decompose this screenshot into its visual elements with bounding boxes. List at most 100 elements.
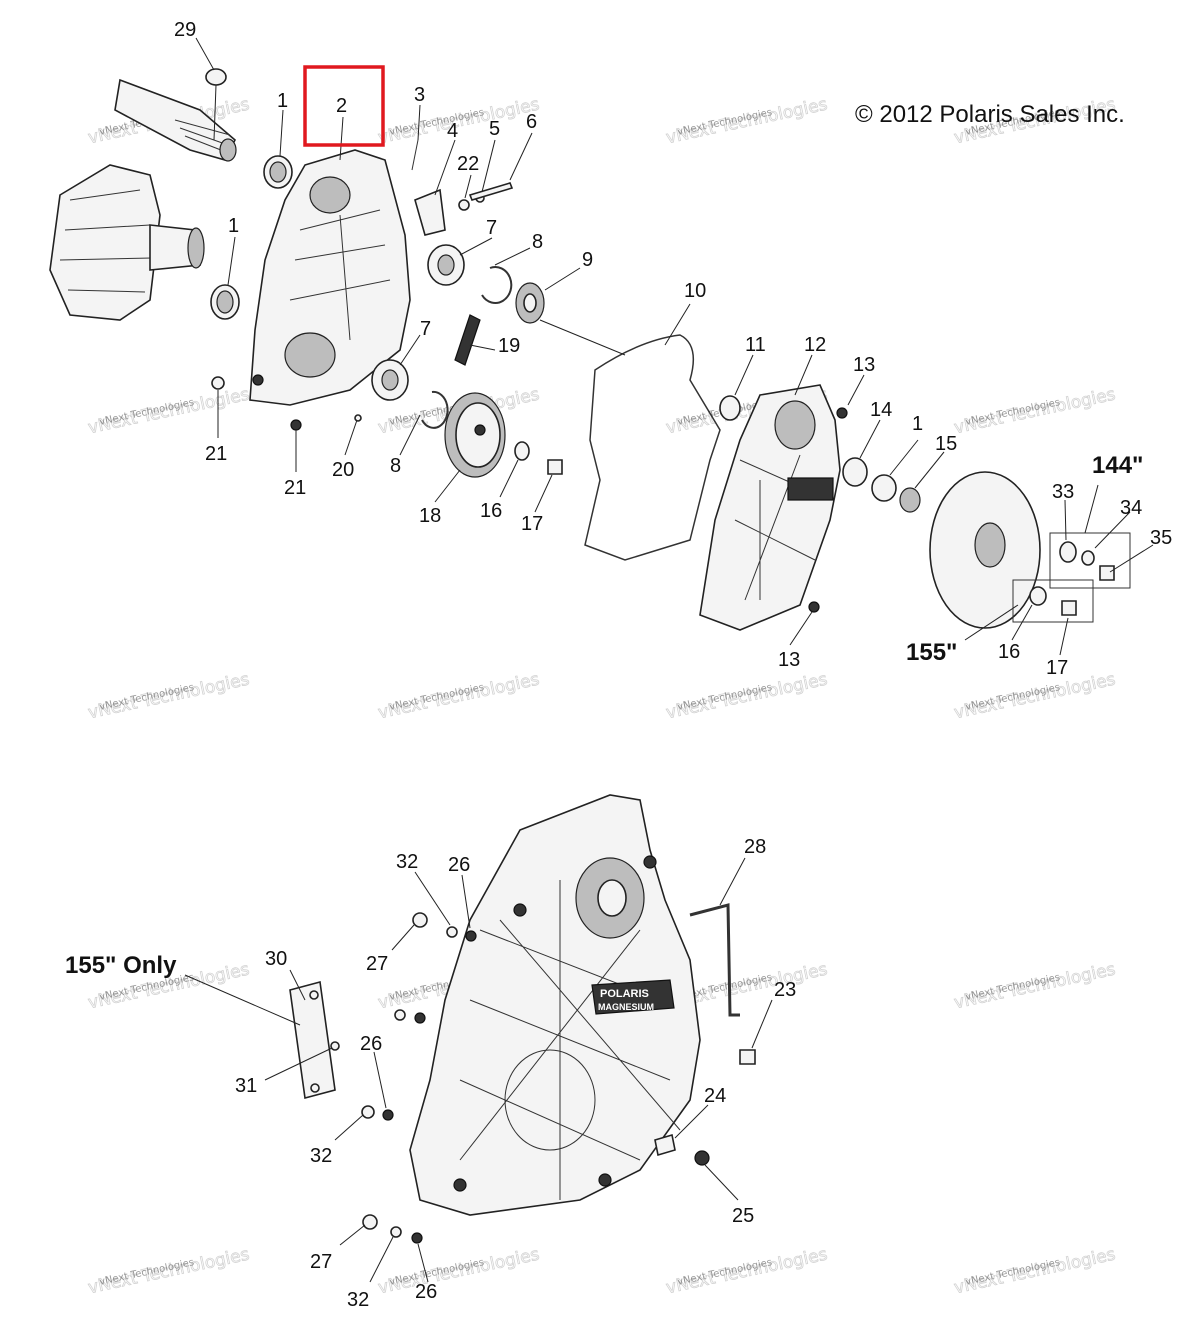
nut-25 — [694, 1150, 710, 1166]
washer-mid — [394, 1009, 406, 1021]
drive-clutch-assembly — [49, 164, 205, 321]
plug-21a — [211, 376, 225, 390]
washer-16a — [514, 441, 530, 461]
tensioner-4 — [414, 188, 446, 236]
callout-24: 24 — [704, 1085, 726, 1107]
bolt-27b — [362, 1214, 378, 1230]
seal-1a-bore — [269, 161, 287, 183]
callout-17: 17 — [521, 513, 543, 535]
top-callouts: 29 1 2 3 4 5 6 22 1 7 8 9 10 7 19 11 12 … — [174, 19, 1172, 679]
callout-32: 32 — [310, 1145, 332, 1167]
callout-22: 22 — [457, 153, 479, 175]
washer-32c — [390, 1226, 402, 1238]
bolt-6 — [468, 182, 514, 201]
callout-33: 33 — [1052, 481, 1074, 503]
callout-30: 30 — [265, 948, 287, 970]
callout-7: 7 — [420, 318, 431, 340]
callout-2: 2 — [336, 95, 347, 117]
highlight-box — [303, 65, 385, 147]
bottom-callouts: 32 26 28 27 30 23 31 26 32 24 25 27 32 2… — [65, 836, 796, 1311]
callout-8: 8 — [532, 231, 543, 253]
washer-32b — [361, 1105, 375, 1119]
plug-21b — [290, 419, 302, 431]
logo-sub: MAGNESIUM — [598, 1002, 654, 1012]
spacer-15 — [899, 487, 921, 513]
size-label-155: 155" — [906, 639, 957, 666]
bolt-35 — [1099, 565, 1115, 581]
plate-30 — [289, 980, 336, 1100]
nut-13a — [836, 407, 848, 419]
bottom-leader-lines — [184, 857, 773, 1283]
callout-1: 1 — [228, 215, 239, 237]
nut-13b — [808, 601, 820, 613]
callout-21: 21 — [284, 477, 306, 499]
washer-32a — [446, 926, 458, 938]
top-leader-lines — [195, 37, 1154, 656]
callout-16: 16 — [998, 641, 1020, 663]
callout-29: 29 — [174, 19, 196, 41]
callout-35: 35 — [1150, 527, 1172, 549]
callout-27: 27 — [310, 1251, 332, 1273]
stud-31 — [330, 1041, 340, 1051]
callout-31: 31 — [235, 1075, 257, 1097]
washer-34 — [1081, 550, 1095, 566]
callout-15: 15 — [935, 433, 957, 455]
washer-16b — [1029, 586, 1047, 606]
o-ring-29 — [205, 68, 227, 86]
bearing-7a-bore — [437, 254, 455, 276]
callout-19: 19 — [498, 335, 520, 357]
bolt-17a — [547, 459, 563, 475]
bolt-23 — [739, 1049, 756, 1065]
callout-27: 27 — [366, 953, 388, 975]
callout-16: 16 — [480, 500, 502, 522]
nut-mid — [414, 1012, 426, 1024]
pin-3 — [411, 139, 419, 171]
callout-11: 11 — [745, 334, 766, 356]
callout-26: 26 — [415, 1281, 437, 1303]
callout-8: 8 — [390, 455, 401, 477]
callout-18: 18 — [419, 505, 441, 527]
snap-ring-8b — [421, 390, 449, 429]
brake-disc — [929, 471, 1041, 629]
polaris-magnesium-logo: POLARIS MAGNESIUM — [591, 979, 675, 1015]
chain-19 — [454, 314, 481, 366]
callout-26: 26 — [448, 854, 470, 876]
callout-1: 1 — [277, 90, 288, 112]
callout-13: 13 — [778, 649, 800, 671]
stud-a — [309, 990, 319, 1000]
bearing-14 — [842, 457, 868, 487]
callout-20: 20 — [332, 459, 354, 481]
drive-shaft — [114, 78, 237, 162]
callout-3: 3 — [414, 84, 425, 106]
bolt-24 — [654, 1133, 676, 1157]
callout-25: 25 — [732, 1205, 754, 1227]
callout-12: 12 — [804, 334, 826, 356]
box-144 — [1049, 532, 1131, 589]
callout-32: 32 — [396, 851, 418, 873]
callout-28: 28 — [744, 836, 766, 858]
seal-11 — [719, 395, 741, 421]
callout-9: 9 — [582, 249, 593, 271]
dowel-20 — [354, 414, 362, 422]
bolt-17b — [1061, 600, 1077, 616]
callout-34: 34 — [1120, 497, 1142, 519]
callout-32: 32 — [347, 1289, 369, 1311]
callout-6: 6 — [526, 111, 537, 133]
washer-33 — [1059, 541, 1077, 563]
sprocket-9 — [515, 282, 545, 324]
nut-26c — [411, 1232, 423, 1244]
nut-26b — [382, 1109, 394, 1121]
callout-10: 10 — [684, 280, 706, 302]
assembled-chaincase: POLARIS MAGNESIUM — [409, 794, 701, 1216]
callout-7: 7 — [486, 217, 497, 239]
